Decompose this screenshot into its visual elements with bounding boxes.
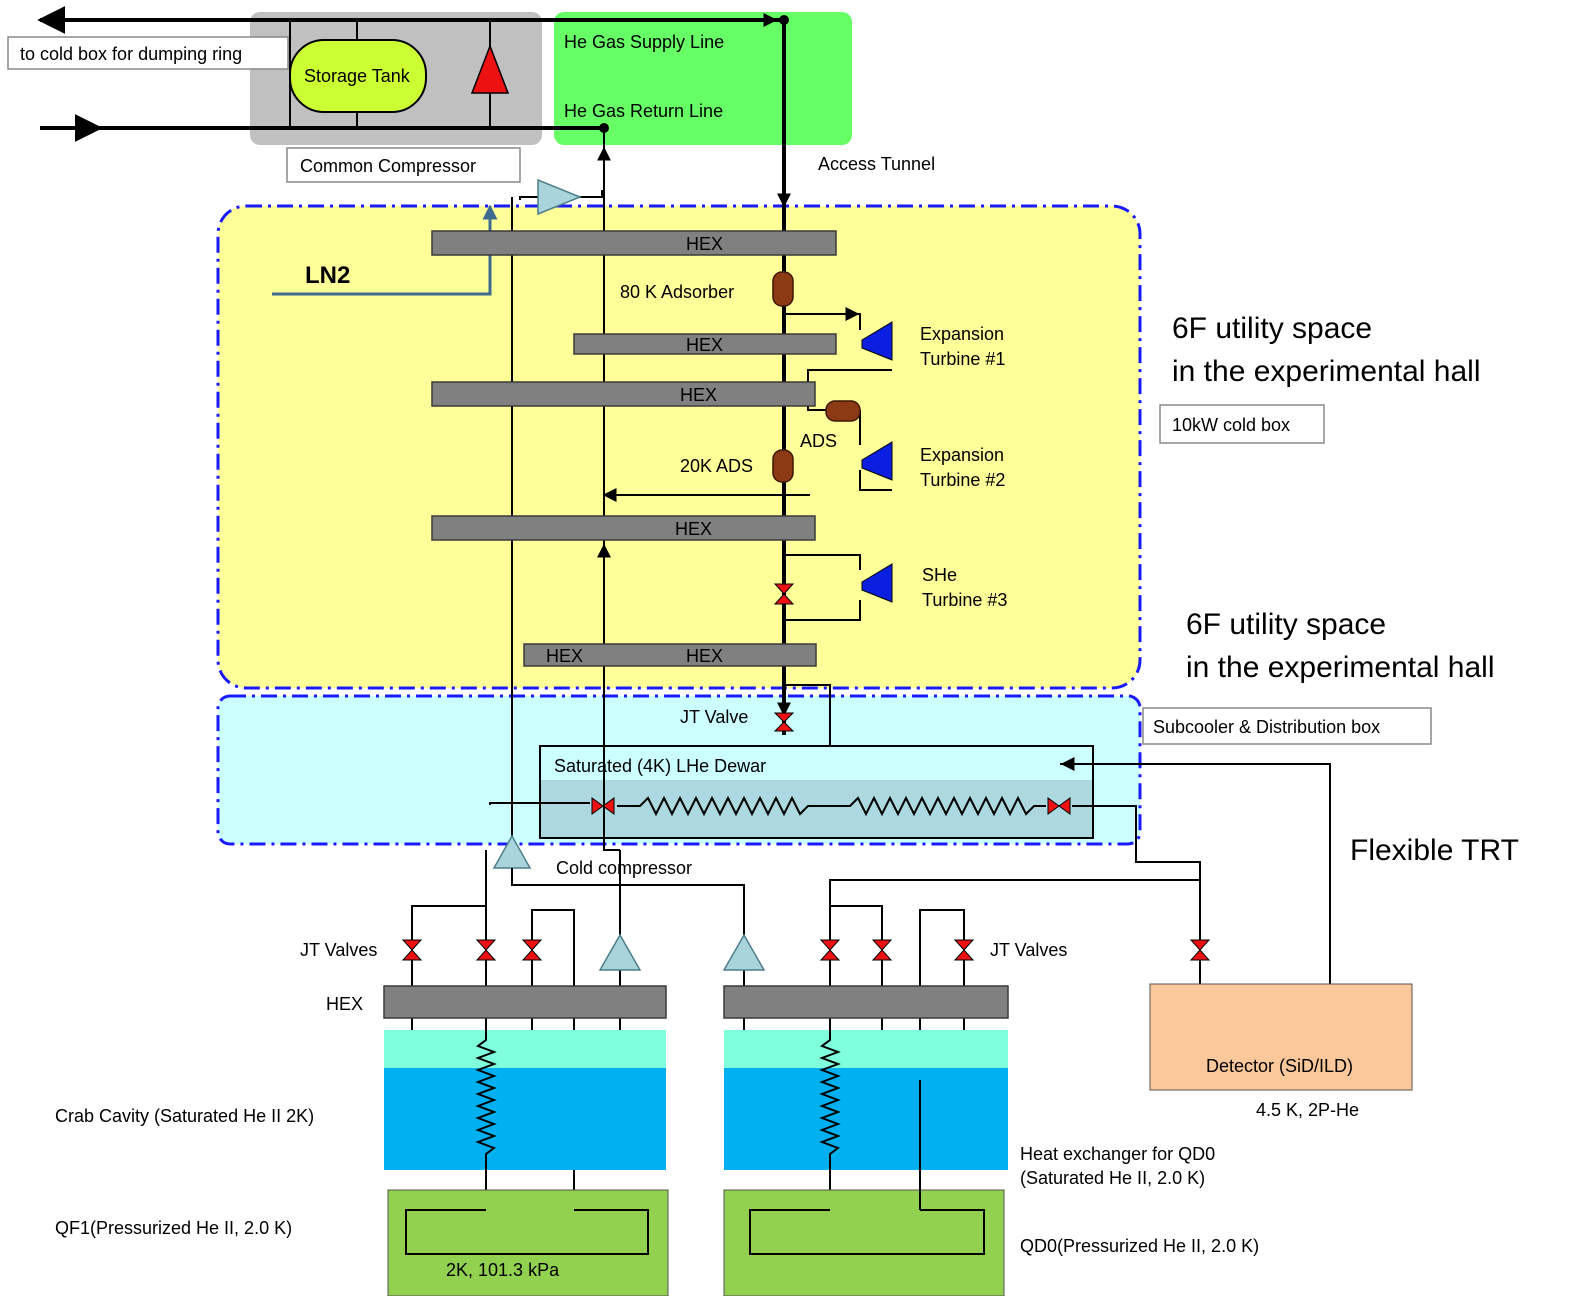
utility-space-1-line1: 6F utility space [1172,312,1372,345]
detector-label: Detector (SiD/ILD) [1206,1056,1353,1076]
hex-bar-right [723,985,1009,1019]
jt-valve-1-icon [401,939,423,961]
utility-space-2-line1: 6F utility space [1186,608,1386,641]
hex-label-5b: HEX [686,646,723,666]
hex-bar-2 [573,333,837,355]
qd0-exchanger-top [724,1030,1008,1068]
qf1-condition-label: 2K, 101.3 kPa [446,1260,560,1280]
jt-valves-right-label: JT Valves [990,940,1067,960]
crab-cavity-coil [475,1030,497,1210]
cold-box-zone [216,204,1142,690]
utility-space-2-line2: in the experimental hall [1186,651,1495,684]
storage-tank-label: Storage Tank [304,66,411,86]
adsorber-20k-icon [772,449,794,483]
gas-line-zone [554,12,852,145]
qd0-coil [819,1030,841,1210]
adsorber-80k-icon [772,271,794,307]
hex-bar-5 [523,643,817,667]
hex-label-1: HEX [686,234,723,254]
ln2-label: LN2 [305,262,350,289]
jt-valve-7-icon [1189,939,1211,961]
hex-label-4: HEX [675,519,712,539]
he-gas-supply-label: He Gas Supply Line [564,32,724,52]
jt-valve-3-icon [521,939,543,961]
dewar-valve-right-icon [1047,797,1071,815]
hex-bar-left [383,985,667,1019]
cold-compressor-label: Cold compressor [556,858,692,878]
jt-valves-left-label: JT Valves [300,940,377,960]
adsorber-80k-label: 80 K Adsorber [620,282,734,302]
hex-bar-1 [431,230,837,256]
hex-label-2: HEX [686,335,723,355]
detector-condition-label: 4.5 K, 2P-He [1256,1100,1359,1120]
hex-label-5a: HEX [546,646,583,666]
common-compressor-label: Common Compressor [300,156,476,176]
top-lines [37,6,789,142]
lhe-dewar-liquid [541,780,1092,837]
hex-bar-3 [431,381,816,407]
ads-icon [825,400,861,422]
qf1-label: QF1(Pressurized He II, 2.0 K) [55,1218,292,1238]
dewar-label: Saturated (4K) LHe Dewar [554,756,766,776]
dewar-heat-exchanger-coil [489,795,1201,870]
heat-exchanger-qd0-line2: (Saturated He II, 2.0 K) [1020,1168,1205,1188]
turbine-2-icon [861,441,893,481]
detector-box [1149,983,1413,1091]
compressor-left-icon [598,933,642,971]
storage-tank-icon [289,39,427,113]
hex-left-label: HEX [326,994,363,1014]
to-cold-box-box [7,36,289,70]
hex-label-3: HEX [680,385,717,405]
jt-valve-2-icon [475,939,497,961]
turbine-3-label-line2: Turbine #3 [922,590,1007,610]
subcooler-box [1142,707,1432,745]
dewar-valve-left-icon [591,797,615,815]
ads-label: ADS [800,431,837,451]
turbine-3-icon [861,563,893,603]
qd0-label: QD0(Pressurized He II, 2.0 K) [1020,1236,1259,1256]
flexible-trt-label: Flexible TRT [1350,834,1519,867]
cold-box-10kw-label: 10kW cold box [1172,415,1290,435]
jt-valve-icon [773,712,795,732]
return-compressor-icon [537,178,582,216]
crab-cavity-label: Crab Cavity (Saturated He II 2K) [55,1106,314,1126]
compressor-right-icon [722,933,766,971]
to-cold-box-label: to cold box for dumping ring [20,44,242,64]
jt-valve-4-icon [819,939,841,961]
hex-bar-4 [431,515,816,541]
qd0-magnet [723,1189,1005,1296]
cold-box-10kw-box [1159,404,1325,444]
turbine-2-label-line2: Turbine #2 [920,470,1005,490]
heat-exchanger-qd0-line1: Heat exchanger for QD0 [1020,1144,1215,1164]
qd0-exchanger-main [724,1068,1008,1170]
she-valve-icon [773,583,795,605]
jt-valve-5-icon [871,939,893,961]
access-tunnel-label: Access Tunnel [818,154,935,174]
utility-space-1-line2: in the experimental hall [1172,355,1481,388]
adsorber-20k-label: 20K ADS [680,456,753,476]
jt-valve-label: JT Valve [680,707,748,727]
jt-valve-6-icon [953,939,975,961]
qf1-magnet [387,1189,669,1296]
he-gas-return-label: He Gas Return Line [564,101,723,121]
qd0-loop [749,1209,985,1255]
crab-cavity-main [384,1068,666,1170]
turbine-3-label-line1: SHe [922,565,957,585]
turbine-1-label-line1: Expansion [920,324,1004,344]
crab-cavity-top [384,1030,666,1068]
qf1-loop [405,1209,649,1255]
common-compressor-box [286,147,521,183]
turbine-1-label-line2: Turbine #1 [920,349,1005,369]
turbine-1-icon [861,321,893,361]
compressor-triangle-icon [470,43,510,94]
subcooler-label: Subcooler & Distribution box [1153,717,1380,737]
turbine-2-label-line1: Expansion [920,445,1004,465]
